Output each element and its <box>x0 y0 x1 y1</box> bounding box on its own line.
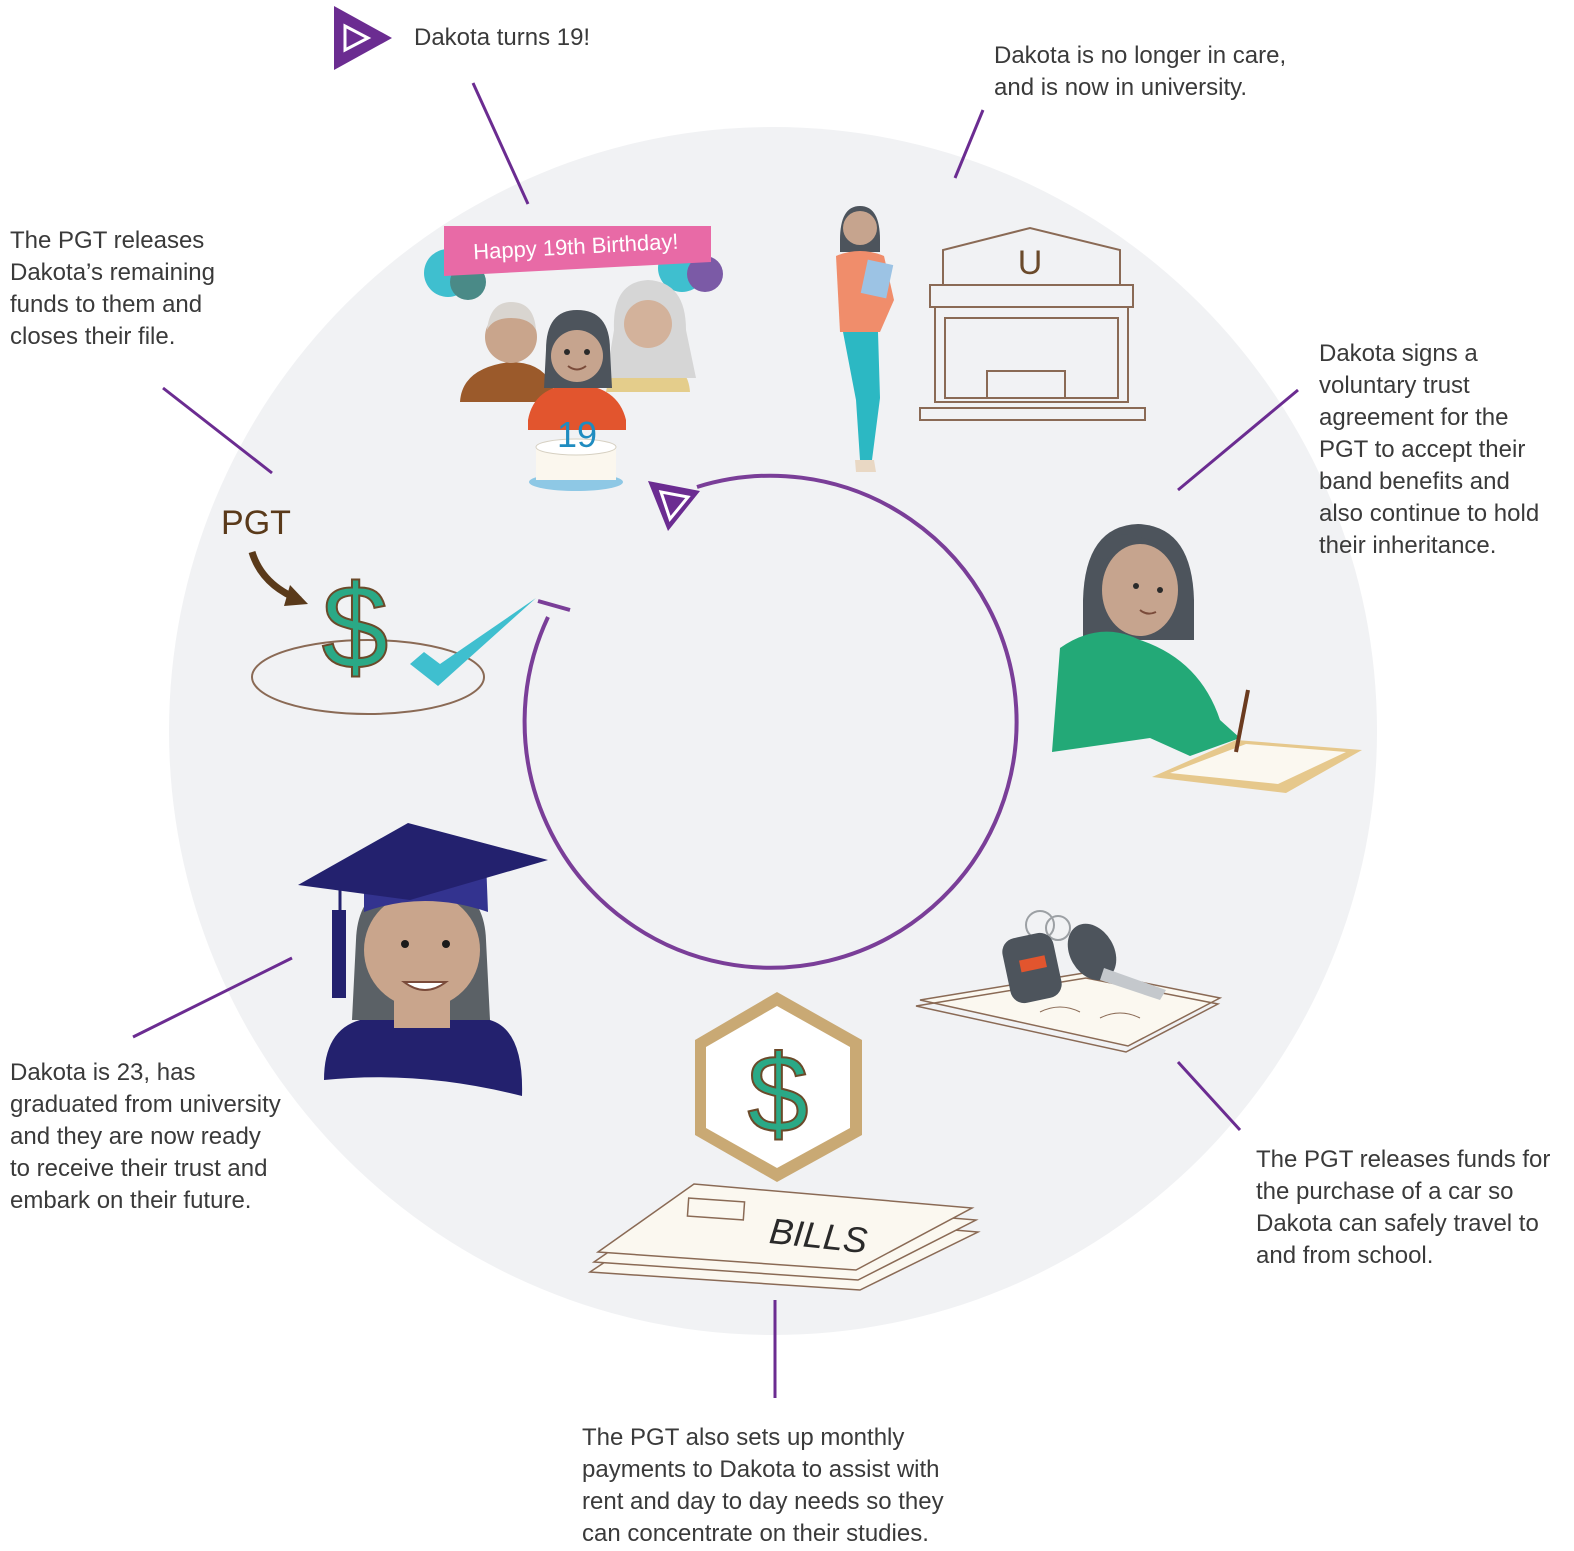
checkmark-icon <box>410 598 536 686</box>
step-car-purchase-caption: The PGT releases funds for the purchase … <box>1256 1146 1551 1269</box>
step-university-caption: Dakota is no longer in care, and is now … <box>994 42 1287 101</box>
graduation-cap <box>298 823 548 900</box>
pgt-dollar-sign: $ <box>322 560 389 694</box>
leader-lines <box>132 82 1299 1398</box>
leader-graduate <box>132 956 293 1039</box>
step-graduation-caption: Dakota is 23, has graduated from univers… <box>10 1059 281 1214</box>
leader-trust <box>1177 388 1299 492</box>
cake-number: 19 <box>557 414 597 455</box>
bills-coin-illustration: $ BILLS <box>587 992 981 1291</box>
car-keys-illustration <box>915 910 1223 1053</box>
birthday-banner <box>444 226 711 276</box>
signing-illustration <box>1052 524 1362 793</box>
leader-care <box>953 109 985 179</box>
step-birthday-caption: Dakota turns 19! <box>414 24 591 51</box>
pgt-release-illustration: PGT $ <box>221 504 536 715</box>
step-monthly-payments-caption: The PGT also sets up monthly payments to… <box>582 1424 944 1547</box>
graduate-illustration <box>298 823 548 1096</box>
leader-release <box>162 386 273 475</box>
university-illustration: U <box>836 206 1146 472</box>
leader-start <box>471 82 530 205</box>
pgt-label: PGT <box>221 504 291 542</box>
step-trust-agreement-caption: Dakota signs a voluntary trust agreement… <box>1319 340 1540 559</box>
bills-label: BILLS <box>768 1210 870 1261</box>
birthday-illustration: Happy 19th Birthday! 19 <box>424 226 723 491</box>
cycle-arc-end-tick <box>537 599 571 612</box>
cycle-arc <box>522 473 1019 970</box>
cycle-start-triangle-icon <box>648 481 700 531</box>
university-letter: U <box>1018 244 1043 282</box>
step-funds-release-caption: The PGT releases Dakota’s remaining fund… <box>10 227 215 350</box>
leader-car <box>1176 1060 1242 1132</box>
coin-dollar-sign: $ <box>747 1033 808 1156</box>
start-triangle-icon <box>334 6 392 70</box>
